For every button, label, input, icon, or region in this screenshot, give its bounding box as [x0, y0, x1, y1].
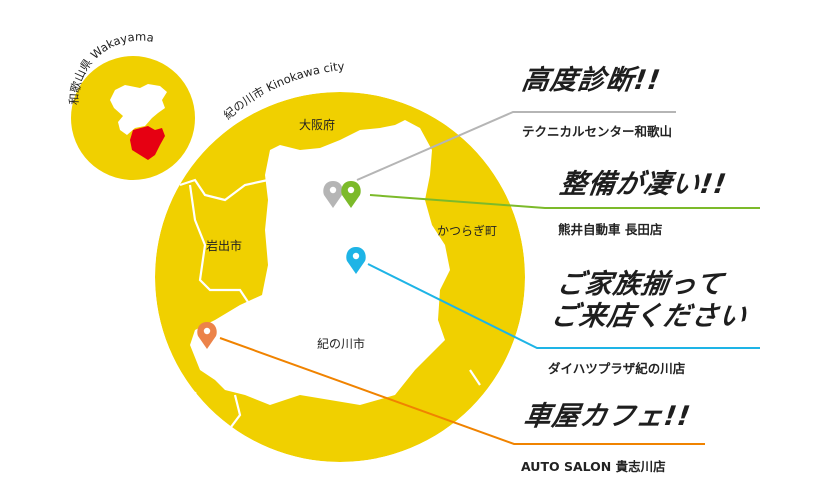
callout-headline-auto-salon: 車屋カフェ!! — [521, 401, 693, 432]
kinokawa-highlight — [130, 126, 165, 160]
wakayama-prefecture-shape — [110, 84, 167, 135]
callout-headline-kumai: 整備が凄い!! — [557, 169, 729, 200]
pin-gray-icon[interactable] — [323, 181, 343, 208]
area-label-osaka: 大阪府 — [299, 118, 336, 132]
shop-name-technical-center[interactable]: テクニカルセンター和歌山 — [522, 124, 673, 139]
shop-name-auto-salon[interactable]: AUTO SALON 貴志川店 — [521, 459, 666, 474]
pin-blue-icon[interactable] — [346, 247, 366, 274]
area-label-iwade: 岩出市 — [206, 239, 243, 253]
wakayama-inset-map — [71, 56, 195, 180]
area-label-kinokawa: 紀の川市 — [317, 337, 366, 351]
leader-line-technical-center — [356, 111, 676, 181]
callout-headline-daihatsu-line2: ご来店ください — [548, 301, 750, 332]
shop-name-kumai[interactable]: 熊井自動車 長田店 — [558, 222, 663, 237]
area-label-katsuragi: かつらぎ町 — [437, 224, 498, 238]
leader-line-kumai — [369, 194, 760, 209]
pin-green-icon[interactable] — [341, 181, 361, 208]
callout-headline-daihatsu-line1: ご家族揃って — [554, 269, 726, 300]
kinokawa-city-area — [190, 120, 450, 405]
pin-orange-icon[interactable] — [197, 322, 217, 349]
callout-headline-technical-center: 高度診断!! — [519, 65, 663, 96]
leader-line-daihatsu — [367, 263, 760, 349]
kinokawa-main-map — [155, 92, 525, 462]
leader-line-auto-salon — [219, 337, 705, 445]
shop-name-daihatsu[interactable]: ダイハツプラザ紀の川店 — [548, 361, 686, 376]
